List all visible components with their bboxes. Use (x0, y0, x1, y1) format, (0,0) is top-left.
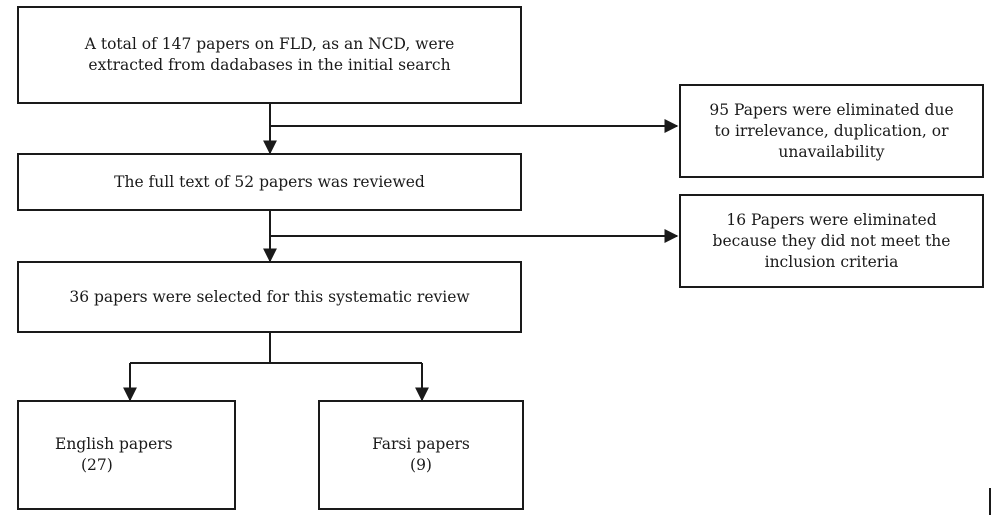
box-eliminated-criteria-line-3: inclusion criteria (764, 252, 899, 271)
box-english: English papers (27) (17, 400, 236, 510)
box-selected-line-1: 36 papers were selected for this systema… (69, 287, 470, 306)
box-english-label: English papers (55, 435, 173, 453)
box-eliminated-irrelevant: 95 Papers were eliminated due to irrelev… (679, 84, 984, 178)
box-initial-search-line-1: A total of 147 papers on FLD, as an NCD,… (84, 35, 455, 53)
box-eliminated-criteria-line-1: 16 Papers were eliminated (726, 210, 937, 229)
box-selected: 36 papers were selected for this systema… (17, 261, 522, 333)
box-eliminated-irrelevant-line-2: to irrelevance, duplication, or (714, 121, 949, 140)
box-eliminated-irrelevant-line-3: unavailability (778, 142, 885, 161)
box-farsi-count: (9) (410, 456, 432, 474)
box-eliminated-irrelevant-line-1: 95 Papers were eliminated due (709, 100, 954, 119)
box-eliminated-criteria: 16 Papers were eliminated because they d… (679, 194, 984, 288)
box-full-text-review: The full text of 52 papers was reviewed (17, 153, 522, 211)
box-farsi: Farsi papers (9) (318, 400, 524, 510)
box-eliminated-criteria-line-2: because they did not meet the (712, 231, 951, 250)
box-full-text-review-line-1: The full text of 52 papers was reviewed (114, 172, 425, 191)
box-initial-search: A total of 147 papers on FLD, as an NCD,… (17, 6, 522, 104)
box-english-count: (27) (81, 456, 113, 474)
box-initial-search-line-2: extracted from dadabases in the initial … (88, 56, 451, 74)
box-farsi-label: Farsi papers (372, 435, 470, 453)
